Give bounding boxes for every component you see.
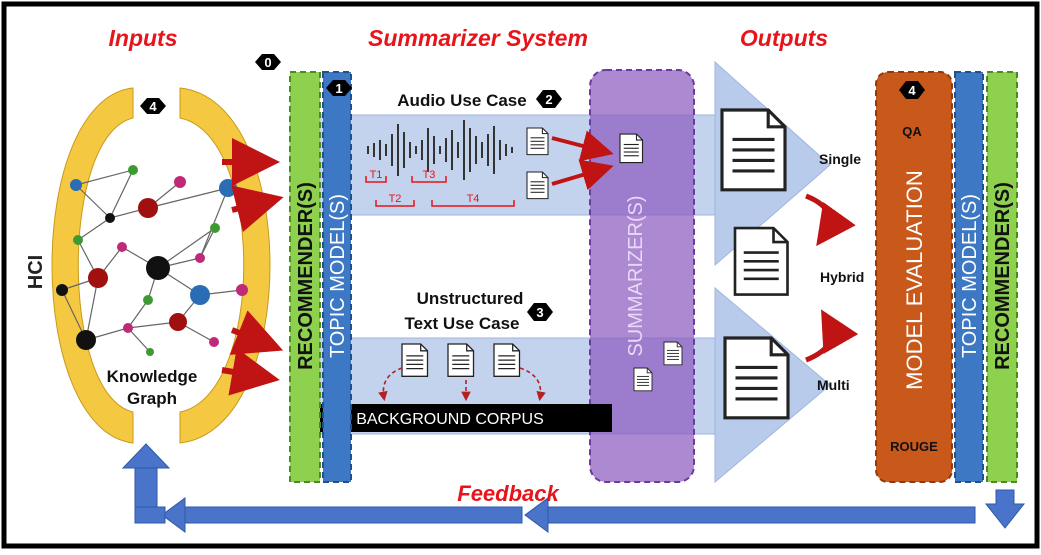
summarizer-column: [589, 69, 695, 483]
text-use-case-title-line2: Text Use Case: [405, 314, 520, 333]
svg-text:4: 4: [149, 99, 157, 114]
text-doc-1: [401, 343, 429, 377]
input-arrows: [221, 138, 284, 396]
output-hybrid-label: Hybrid: [820, 269, 864, 285]
output-single-label: Single: [819, 151, 861, 167]
topic-model-right-column: [954, 71, 984, 483]
knowledge-graph-nodes: [56, 165, 248, 356]
step-badge-1: 1: [326, 80, 352, 96]
output-doc-multi: [723, 336, 790, 420]
knowledge-graph-label-line1: Knowledge: [107, 367, 198, 386]
model-evaluation-column: [875, 71, 953, 483]
step-badge-2: 2: [536, 90, 562, 108]
summarizer-input-doc: [619, 133, 644, 164]
evaluation-qa-label: QA: [902, 124, 922, 139]
summarizer-system-header: Summarizer System: [368, 25, 588, 51]
output-doc-single: [720, 108, 787, 192]
evaluation-rouge-label: ROUGE: [890, 439, 938, 454]
svg-text:2: 2: [545, 92, 552, 107]
topic-model-label: TOPIC MODEL(S): [327, 194, 349, 358]
segment-t3: T3: [423, 169, 436, 181]
recommender-label: RECOMMENDER(S): [295, 182, 317, 370]
segment-t4: T4: [467, 193, 480, 205]
inputs-header: Inputs: [109, 25, 178, 51]
svg-text:3: 3: [536, 305, 543, 320]
topic-model-column: [322, 71, 352, 483]
outputs-header: Outputs: [740, 25, 828, 51]
audio-segment-brackets: [365, 176, 515, 207]
feedback-label: Feedback: [457, 481, 560, 506]
knowledge-graph-label-line2: Graph: [127, 389, 177, 408]
text-use-case-title-line1: Unstructured: [417, 289, 524, 308]
hci-label: HCI: [25, 255, 47, 289]
audio-waveform: [367, 120, 513, 180]
step-badge-4: 4: [899, 81, 925, 99]
summarizer-label: SUMMARIZER(S): [625, 195, 647, 356]
svg-text:1: 1: [335, 81, 342, 96]
svg-text:0: 0: [264, 55, 271, 70]
step-badge-0: 0: [255, 54, 281, 70]
recommender-right-label: RECOMMENDER(S): [992, 182, 1014, 370]
summarizer-small-doc-1: [663, 341, 683, 366]
output-multi-label: Multi: [817, 377, 850, 393]
audio-transcript-doc-2: [526, 171, 549, 200]
background-corpus-label: BACKGROUND CORPUS: [356, 411, 544, 428]
corpus-dashed-arrows: [378, 367, 546, 402]
audio-transcript-doc-1: [526, 127, 549, 156]
output-doc-hybrid: [733, 226, 789, 296]
audio-to-summarizer-arrows: [551, 130, 614, 191]
audio-use-case-title: Audio Use Case: [397, 91, 526, 110]
segment-t2: T2: [389, 193, 402, 205]
step-badge-hci: 4: [140, 98, 166, 114]
segment-t1: T1: [370, 169, 383, 181]
topic-model-right-label: TOPIC MODEL(S): [959, 194, 981, 358]
text-doc-3: [493, 343, 521, 377]
step-badge-3: 3: [527, 303, 553, 321]
svg-text:4: 4: [908, 83, 916, 98]
hybrid-curved-arrows: [805, 193, 859, 363]
recommender-column: [289, 71, 321, 483]
model-evaluation-label: MODEL EVALUATION: [902, 170, 927, 390]
summarizer-small-doc-2: [633, 367, 653, 392]
recommender-right-column: [986, 71, 1018, 483]
feedback-loop-arrows: [121, 443, 1026, 533]
text-doc-2: [447, 343, 475, 377]
